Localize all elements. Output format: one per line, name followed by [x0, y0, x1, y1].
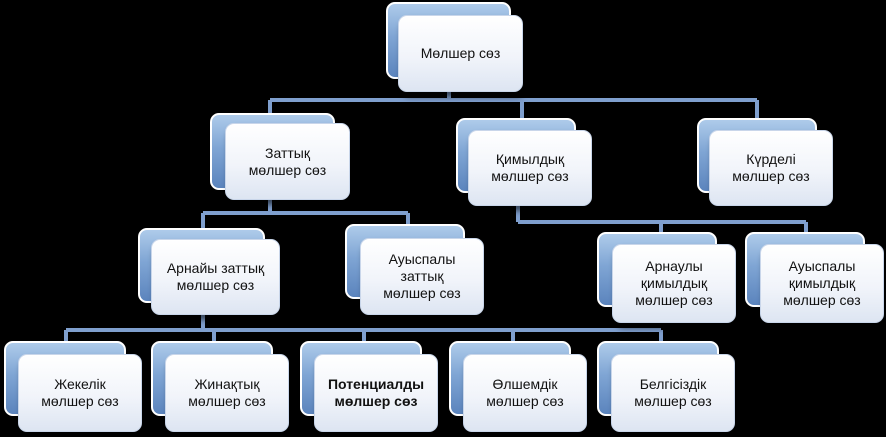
- node-front: Арнаулы қимылдық мөлшер сөз: [612, 244, 736, 323]
- node-front: Өлшемдік мөлшер сөз: [463, 354, 587, 432]
- node-label-line1: Жинақтық: [194, 376, 260, 392]
- node-label-line1: Арнайы заттық: [166, 260, 265, 276]
- connector-arnaiy-level4: [64, 310, 663, 348]
- node-front: Заттық мөлшер сөз: [225, 123, 350, 200]
- node-label-line1: Потенциалды: [327, 376, 425, 392]
- node-label-line1: Ауыспалы: [788, 258, 856, 274]
- node-label-line1: Өлшемдік: [492, 376, 558, 392]
- node-front: Жинақтық мөлшер сөз: [165, 354, 289, 432]
- node-label-line2: мөлшер сөз: [491, 168, 569, 184]
- node-front: Күрделі мөлшер сөз: [709, 130, 833, 206]
- node-front: Белгісіздік мөлшер сөз: [611, 354, 735, 432]
- node-front: Ауыспалы қимылдық мөлшер сөз: [760, 244, 884, 323]
- node-label-line1: Күрделі: [746, 151, 796, 167]
- node-label-line3: мөлшер сөз: [383, 285, 461, 301]
- node-label-line1: Қимылдық: [495, 151, 565, 167]
- node-front: Жекелік мөлшер сөз: [18, 354, 142, 432]
- node-label-line3: мөлшер сөз: [783, 292, 861, 308]
- node-label-line1: Мөлшер сөз: [420, 45, 501, 61]
- node-label-line2: мөлшер сөз: [248, 161, 327, 178]
- node-label-line1: Жекелік: [54, 376, 106, 392]
- connector-zattyq-level3: [201, 200, 410, 233]
- node-label-line2: қимылдық: [788, 275, 856, 291]
- node-label-line2: заттық: [400, 268, 444, 284]
- node-label-line3: мөлшер сөз: [635, 292, 713, 308]
- node-front: Мөлшер сөз: [398, 15, 523, 92]
- node-label-line2: мөлшер сөз: [188, 393, 266, 409]
- node-label-line2: мөлшер сөз: [634, 393, 712, 409]
- node-label-line2: мөлшер сөз: [41, 393, 119, 409]
- node-label-line2: мөлшер сөз: [732, 168, 810, 184]
- node-label-line2: мөлшер сөз: [334, 393, 418, 409]
- node-front: Ауыспалы заттық мөлшер сөз: [360, 238, 484, 315]
- node-label-line1: Ауыспалы: [388, 251, 456, 267]
- node-front: Потенциалды мөлшер сөз: [314, 354, 438, 432]
- node-front: Қимылдық мөлшер сөз: [468, 130, 592, 206]
- node-label-line1: Белгісіздік: [639, 376, 707, 392]
- node-label-line2: мөлшер сөз: [486, 393, 564, 409]
- connector-root-level2: [268, 92, 759, 125]
- node-front: Арнайы заттық мөлшер сөз: [151, 239, 280, 315]
- node-label-line1: Арнаулы: [645, 258, 703, 274]
- node-label-line2: мөлшер сөз: [176, 277, 255, 293]
- node-label-line1: Заттық: [265, 144, 310, 161]
- connector-qimyldyq-level3: [516, 200, 808, 240]
- node-label-line2: қимылдық: [640, 275, 708, 291]
